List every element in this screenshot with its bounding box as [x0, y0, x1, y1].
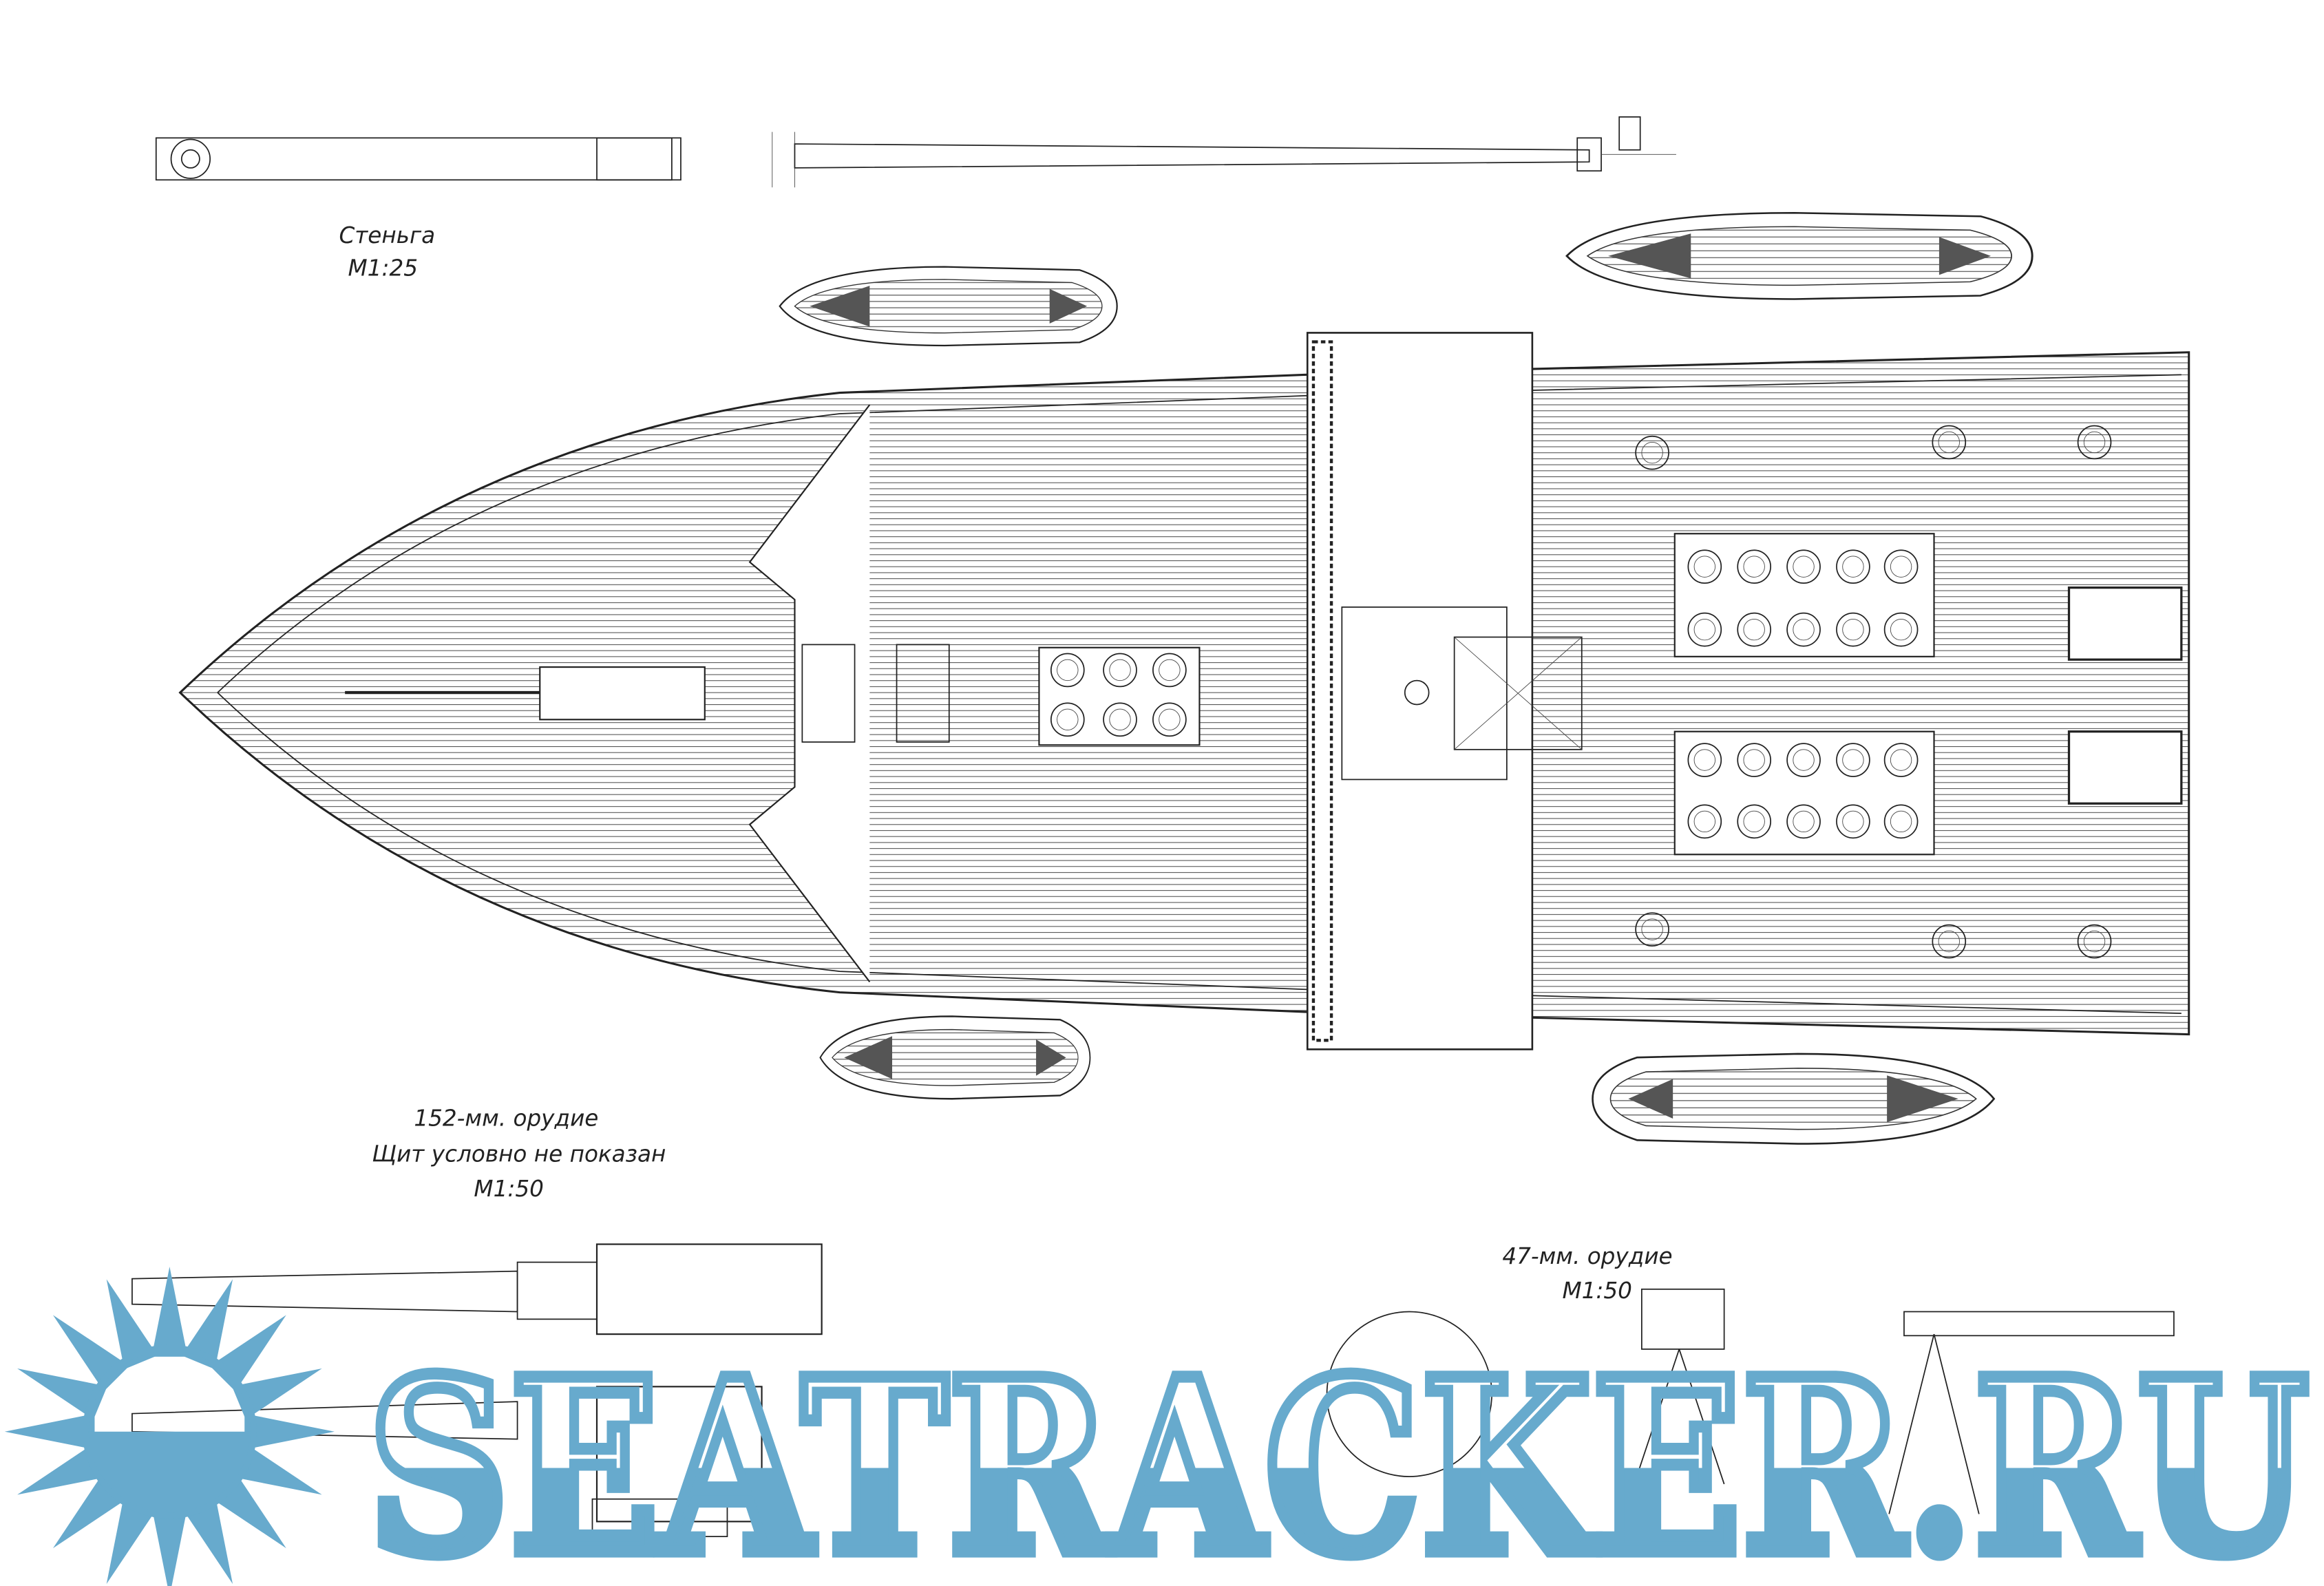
lifeboat-stbd-aft	[1592, 1053, 1995, 1145]
gun152-drawing	[131, 1243, 823, 1538]
gun47-title: 47-мм. орудие	[1502, 1243, 1672, 1269]
gun47-drawing	[1326, 1288, 2175, 1514]
topmast-title: Стеньга	[339, 222, 435, 249]
topmast-drawing	[155, 116, 1676, 188]
lifeboat-stbd-fwd	[819, 1015, 1091, 1100]
lifeboat-port-fwd	[779, 266, 1118, 347]
watermark-text: SEATRACKER.RU	[368, 1327, 2309, 1586]
gun47-scale: М1:50	[1562, 1278, 1632, 1304]
gun152-title: 152-мм. орудие	[414, 1105, 598, 1131]
gun152-scale: М1:50	[474, 1176, 544, 1202]
gun152-note: Щит условно не показан	[372, 1141, 666, 1167]
deck-plan	[178, 332, 2190, 1050]
sun-icon	[4, 1267, 335, 1586]
watermark-logo: SEATRACKER.RU	[4, 1267, 2315, 1586]
lifeboat-port-aft	[1565, 211, 2034, 300]
topmast-scale: М1:25	[348, 255, 419, 282]
